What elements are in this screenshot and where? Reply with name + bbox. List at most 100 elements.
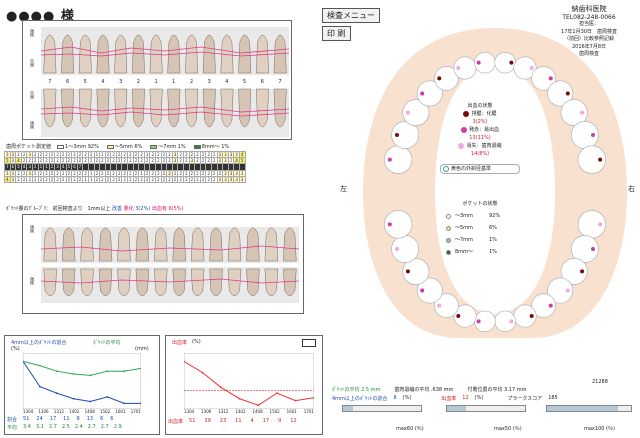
exam-menu-button[interactable]: 検査メニュー	[322, 8, 380, 23]
arch-tooth[interactable]	[416, 277, 443, 304]
tooth[interactable]	[43, 227, 57, 262]
lower-teeth-chart[interactable]	[41, 87, 289, 139]
legend-text: 8mm〜 1%	[201, 144, 230, 150]
tooth[interactable]	[135, 268, 150, 297]
pocket-cell[interactable]: 2	[65, 175, 73, 183]
doctor-label: 担当医：	[578, 21, 599, 27]
plaque-value: 185	[548, 395, 558, 401]
arch-tooth[interactable]	[513, 56, 537, 80]
data-point	[38, 385, 41, 388]
tooth[interactable]	[117, 268, 131, 297]
pocket-cell[interactable]: 3	[238, 175, 246, 183]
pocket-cell[interactable]: 2	[99, 175, 106, 183]
bleeding-dot	[394, 132, 399, 137]
tooth[interactable]	[149, 34, 163, 74]
arch-tooth[interactable]	[531, 66, 556, 91]
data-point	[140, 402, 141, 405]
graph-value: 2.9	[113, 424, 122, 430]
pocket-cell[interactable]: 2	[59, 175, 67, 183]
arch-tooth[interactable]	[547, 80, 574, 107]
tooth[interactable]	[61, 88, 75, 128]
arch-tooth[interactable]	[402, 257, 430, 285]
tooth[interactable]	[96, 34, 110, 74]
tooth[interactable]	[227, 268, 242, 297]
arch-tooth[interactable]	[434, 293, 459, 318]
tooth[interactable]	[78, 88, 92, 128]
tooth[interactable]	[246, 227, 260, 262]
tooth[interactable]	[255, 88, 269, 128]
pocket-cell[interactable]: 2	[121, 175, 129, 183]
arch-tooth[interactable]	[383, 210, 413, 239]
bleeding-dot-icon	[460, 127, 467, 133]
tooth[interactable]	[209, 268, 223, 297]
pocket-cell[interactable]: 2	[115, 175, 123, 183]
arch-tooth[interactable]	[531, 293, 556, 318]
pocket-cell[interactable]: 1	[87, 175, 95, 183]
tooth[interactable]	[131, 34, 145, 74]
tooth[interactable]	[220, 34, 234, 74]
dental-arch[interactable]	[355, 22, 635, 342]
tooth[interactable]	[220, 88, 234, 128]
tooth[interactable]	[98, 227, 113, 262]
tooth[interactable]	[117, 227, 131, 262]
pocket-cell[interactable]: 2	[20, 175, 28, 183]
tooth[interactable]	[227, 227, 242, 262]
tooth[interactable]	[202, 34, 216, 74]
tooth[interactable]	[43, 88, 57, 128]
mid-upper-label: 頬側	[30, 225, 35, 233]
tooth[interactable]	[78, 34, 92, 74]
upper-root-chart[interactable]	[41, 219, 299, 263]
arch-tooth[interactable]	[560, 99, 588, 127]
tooth[interactable]	[273, 34, 287, 74]
lower-root-chart[interactable]	[41, 267, 299, 311]
tooth[interactable]	[167, 88, 181, 128]
tooth[interactable]	[172, 227, 186, 262]
tooth[interactable]	[238, 88, 252, 128]
pocket-cell[interactable]: 1	[82, 175, 89, 183]
pocket-cell[interactable]: 2	[93, 175, 101, 183]
tooth[interactable]	[131, 88, 145, 128]
tooth[interactable]	[135, 227, 150, 262]
tooth[interactable]	[43, 34, 57, 74]
tooth[interactable]	[190, 268, 205, 297]
tooth[interactable]	[264, 227, 279, 262]
tooth[interactable]	[80, 227, 94, 262]
tooth[interactable]	[255, 34, 269, 74]
tooth[interactable]	[154, 268, 168, 297]
tooth[interactable]	[283, 268, 297, 297]
print-button[interactable]: 印 刷	[322, 26, 351, 41]
tooth[interactable]	[114, 88, 128, 128]
pocket-cell[interactable]: 2	[104, 175, 112, 183]
arch-tooth[interactable]	[547, 277, 574, 304]
arch-tooth[interactable]	[453, 304, 477, 328]
arch-tooth[interactable]	[570, 235, 599, 263]
tooth[interactable]	[43, 268, 57, 297]
tooth[interactable]	[98, 268, 113, 297]
tooth[interactable]	[238, 34, 252, 74]
graph2-toggle-button[interactable]	[302, 339, 316, 347]
graph-value: 1402	[235, 409, 246, 414]
tooth[interactable]	[209, 227, 223, 262]
arch-tooth[interactable]	[391, 121, 420, 149]
bleeding-dot	[580, 269, 585, 274]
tooth[interactable]	[185, 34, 199, 74]
pocket-cell[interactable]: 2	[76, 175, 84, 183]
tooth[interactable]	[172, 268, 186, 297]
tooth[interactable]	[149, 88, 163, 128]
pocket-cell[interactable]: 2	[110, 175, 117, 183]
tooth[interactable]	[190, 227, 205, 262]
arch-tooth[interactable]	[416, 80, 443, 107]
tooth[interactable]	[96, 88, 110, 128]
tooth[interactable]	[273, 88, 287, 128]
arch-tooth[interactable]	[434, 66, 459, 91]
pocket-cell[interactable]: 2	[71, 175, 78, 183]
tooth[interactable]	[61, 227, 76, 262]
arch-tooth[interactable]	[577, 145, 607, 174]
tooth[interactable]	[154, 227, 168, 262]
arch-tooth[interactable]	[402, 99, 430, 127]
legend-text: 1〜3mm 92%	[65, 144, 99, 150]
tooth[interactable]	[283, 227, 297, 262]
upper-teeth-chart[interactable]	[41, 25, 289, 77]
arch-tooth[interactable]	[560, 257, 588, 285]
pocket-cell[interactable]: 2	[15, 175, 22, 183]
